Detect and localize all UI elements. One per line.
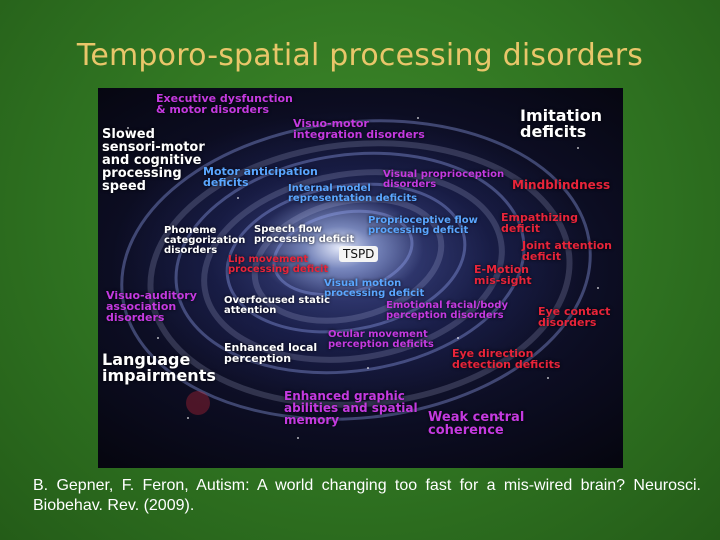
- label-empathizing-deficit: Empathizing deficit: [501, 211, 579, 235]
- label-lip-movement: Lip movement processing deficit: [228, 254, 329, 275]
- label-executive-dysfunction: Executive dysfunction & motor disorders: [156, 92, 293, 116]
- label-internal-model: Internal model representation deficits: [288, 183, 418, 204]
- label-overfocused-attention: Overfocused static attention: [224, 295, 330, 316]
- label-enhanced-local: Enhanced local perception: [224, 341, 318, 365]
- label-joint-attention: Joint attention deficit: [522, 239, 612, 263]
- label-visual-proprioception: Visual proprioception disorders: [383, 169, 505, 190]
- label-emotional-facial: Emotional facial/body perception disorde…: [386, 300, 508, 321]
- center-tspd-box: TSPD: [339, 246, 379, 262]
- label-visuo-auditory: Visuo-auditory association disorders: [106, 289, 197, 324]
- slide-title: Temporo-spatial processing disorders: [76, 38, 644, 73]
- label-visual-motion: Visual motion processing deficit: [324, 278, 425, 299]
- label-enhanced-graphic: Enhanced graphic abilities and spatial m…: [284, 389, 418, 427]
- label-speech-flow: Speech flow processing deficit: [254, 224, 355, 245]
- label-proprioceptive-flow: Proprioceptive flow processing deficit: [368, 215, 478, 236]
- label-eye-contact: Eye contact disorders: [538, 305, 611, 329]
- label-mindblindness: Mindblindness: [512, 178, 611, 192]
- label-visuo-motor: Visuo-motor integration disorders: [293, 117, 425, 141]
- label-slowed-processing: Slowed sensori-motor and cognitive proce…: [102, 127, 205, 194]
- spiral-arms: [120, 117, 599, 439]
- label-eye-direction: Eye direction detection deficits: [452, 347, 561, 371]
- label-language-impairments: Language impairments: [102, 350, 216, 385]
- label-motor-anticipation: Motor anticipation deficits: [203, 165, 318, 189]
- galaxy-diagram: Executive dysfunction & motor disorders …: [98, 88, 623, 468]
- label-weak-central-coherence: Weak central coherence: [428, 410, 525, 438]
- citation-text: B. Gepner, F. Feron, Autism: A world cha…: [33, 477, 701, 514]
- label-e-motion: E-Motion mis-sight: [474, 263, 532, 287]
- label-phoneme-categorization: Phoneme categorization disorders: [164, 225, 246, 256]
- label-imitation-deficits: Imitation deficits: [520, 106, 603, 141]
- label-ocular-movement: Ocular movement perception deficits: [328, 329, 434, 350]
